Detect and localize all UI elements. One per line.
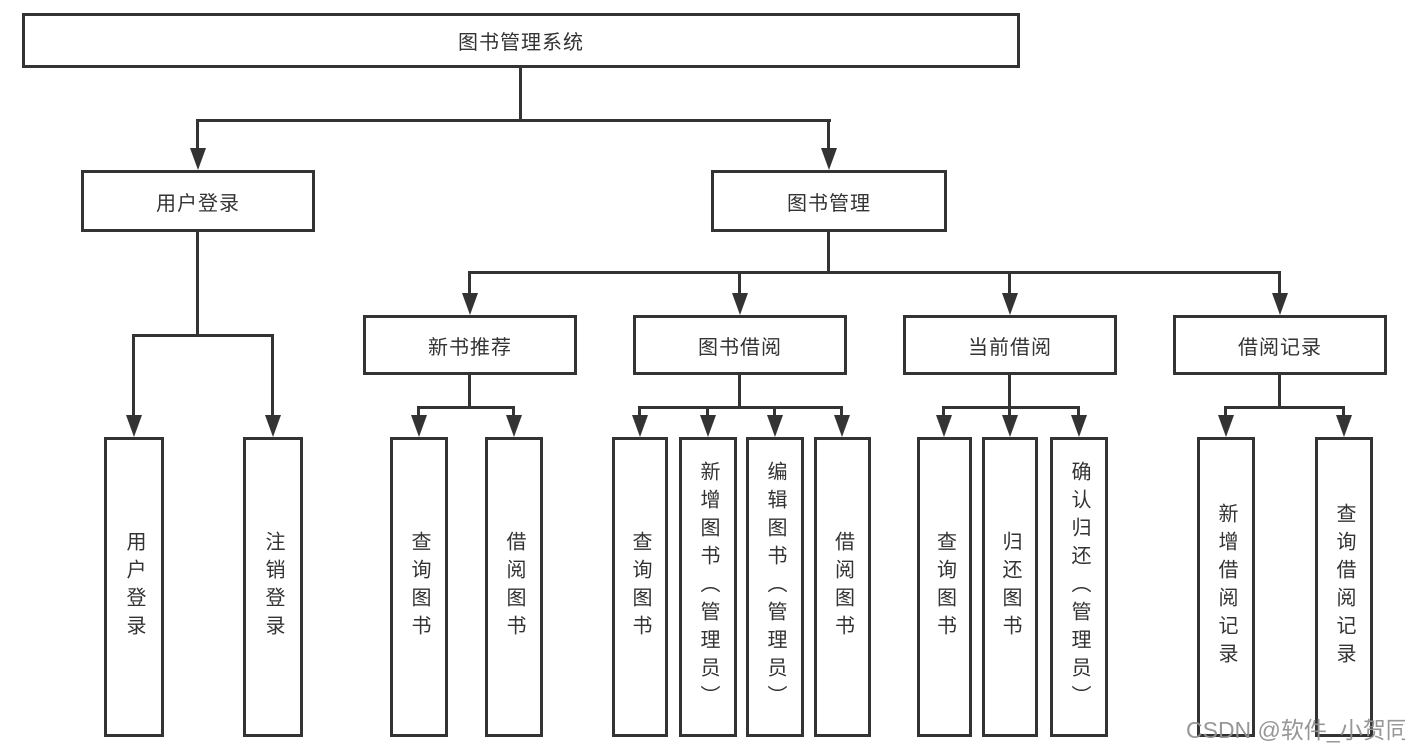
leaf-edit-books-admin-label: 编辑图书（管理员） — [764, 461, 786, 713]
leaf-query-books-borrowing: 查询图书 — [612, 437, 668, 737]
arrow-down — [821, 148, 837, 170]
leaf-confirm-return-admin: 确认归还（管理员） — [1050, 437, 1108, 737]
connector-hline — [197, 119, 831, 122]
leaf-borrow-books-label: 借阅图书 — [503, 531, 525, 643]
node-book-borrowing: 图书借阅 — [633, 315, 847, 375]
node-current-borrowing-label: 当前借阅 — [968, 336, 1052, 359]
connector-vline — [773, 406, 776, 420]
connector-hline — [132, 334, 274, 337]
node-new-book-recommend: 新书推荐 — [363, 315, 577, 375]
connector-hline — [638, 406, 843, 409]
node-borrowing-records-label: 借阅记录 — [1238, 336, 1322, 359]
connector-vline — [1278, 375, 1281, 409]
node-user-login: 用户登录 — [81, 170, 315, 232]
node-root-system: 图书管理系统 — [22, 13, 1020, 68]
connector-vline — [638, 406, 641, 420]
node-book-management-label: 图书管理 — [787, 192, 871, 215]
connector-hline — [469, 271, 1281, 274]
leaf-query-borrow-record: 查询借阅记录 — [1315, 437, 1373, 737]
arrow-down — [732, 293, 748, 315]
leaf-add-books-admin: 新增图书（管理员） — [679, 437, 737, 737]
arrow-down — [1272, 293, 1288, 315]
arrow-down — [506, 415, 522, 437]
leaf-return-books: 归还图书 — [982, 437, 1038, 737]
connector-vline — [1342, 406, 1345, 420]
leaf-query-borrow-record-label: 查询借阅记录 — [1333, 503, 1355, 671]
arrow-down — [1002, 293, 1018, 315]
leaf-query-books-label: 查询图书 — [629, 531, 651, 643]
arrow-down — [190, 148, 206, 170]
arrow-down — [936, 415, 952, 437]
connector-vline — [468, 271, 471, 297]
leaf-user-login: 用户登录 — [104, 437, 164, 737]
arrow-down — [1071, 415, 1087, 437]
connector-vline — [840, 406, 843, 420]
connector-vline — [1008, 406, 1011, 420]
leaf-return-books-label: 归还图书 — [999, 531, 1021, 643]
leaf-query-books-current: 查询图书 — [917, 437, 972, 737]
connector-hline — [942, 406, 1080, 409]
connector-vline — [1008, 271, 1011, 297]
leaf-logout-label: 注销登录 — [262, 531, 284, 643]
connector-vline — [417, 406, 420, 420]
connector-vline — [738, 271, 741, 297]
leaf-confirm-return-admin-label: 确认归还（管理员） — [1068, 461, 1090, 713]
node-book-borrowing-label: 图书借阅 — [698, 336, 782, 359]
leaf-edit-books-admin: 编辑图书（管理员） — [746, 437, 804, 737]
leaf-borrow-books-recommend: 借阅图书 — [485, 437, 543, 737]
leaf-borrow-books: 借阅图书 — [814, 437, 871, 737]
connector-vline — [132, 334, 135, 419]
leaf-borrow-books-label: 借阅图书 — [831, 531, 854, 643]
leaf-add-borrow-record: 新增借阅记录 — [1197, 437, 1255, 737]
leaf-add-books-admin-label: 新增图书（管理员） — [697, 461, 719, 713]
connector-vline — [271, 334, 274, 419]
arrow-down — [632, 415, 648, 437]
arrow-down — [411, 415, 427, 437]
node-user-login-label: 用户登录 — [156, 192, 240, 215]
arrow-down — [834, 415, 850, 437]
arrow-down — [462, 293, 478, 315]
leaf-query-books-label: 查询图书 — [408, 531, 430, 643]
node-borrowing-records: 借阅记录 — [1173, 315, 1387, 375]
connector-vline — [468, 375, 471, 409]
connector-hline — [1224, 406, 1345, 409]
arrow-down — [700, 415, 716, 437]
arrow-down — [1218, 415, 1234, 437]
node-book-management: 图书管理 — [711, 170, 947, 232]
connector-vline — [519, 66, 522, 122]
node-current-borrowing: 当前借阅 — [903, 315, 1117, 375]
arrow-down — [265, 415, 281, 437]
leaf-add-borrow-record-label: 新增借阅记录 — [1215, 503, 1237, 671]
connector-vline — [942, 406, 945, 420]
connector-vline — [196, 232, 199, 337]
connector-vline — [1008, 375, 1011, 409]
arrow-down — [767, 415, 783, 437]
leaf-query-books-label: 查询图书 — [933, 531, 956, 643]
connector-hline — [417, 406, 515, 409]
connector-vline — [1077, 406, 1080, 420]
arrow-down — [1336, 415, 1352, 437]
connector-vline — [706, 406, 709, 420]
connector-vline — [196, 119, 199, 152]
node-root-label: 图书管理系统 — [458, 32, 584, 54]
connector-vline — [827, 119, 830, 152]
arrow-down — [1002, 415, 1018, 437]
connector-vline — [1278, 271, 1281, 297]
node-new-book-recommend-label: 新书推荐 — [428, 336, 512, 359]
csdn-watermark: CSDN @软件_小贺同学 — [1186, 717, 1405, 743]
connector-vline — [512, 406, 515, 420]
leaf-query-books-recommend: 查询图书 — [390, 437, 448, 737]
connector-vline — [738, 375, 741, 409]
leaf-logout: 注销登录 — [243, 437, 303, 737]
arrow-down — [126, 415, 142, 437]
connector-vline — [1224, 406, 1227, 420]
connector-vline — [827, 232, 830, 274]
leaf-user-login-label: 用户登录 — [123, 531, 145, 643]
